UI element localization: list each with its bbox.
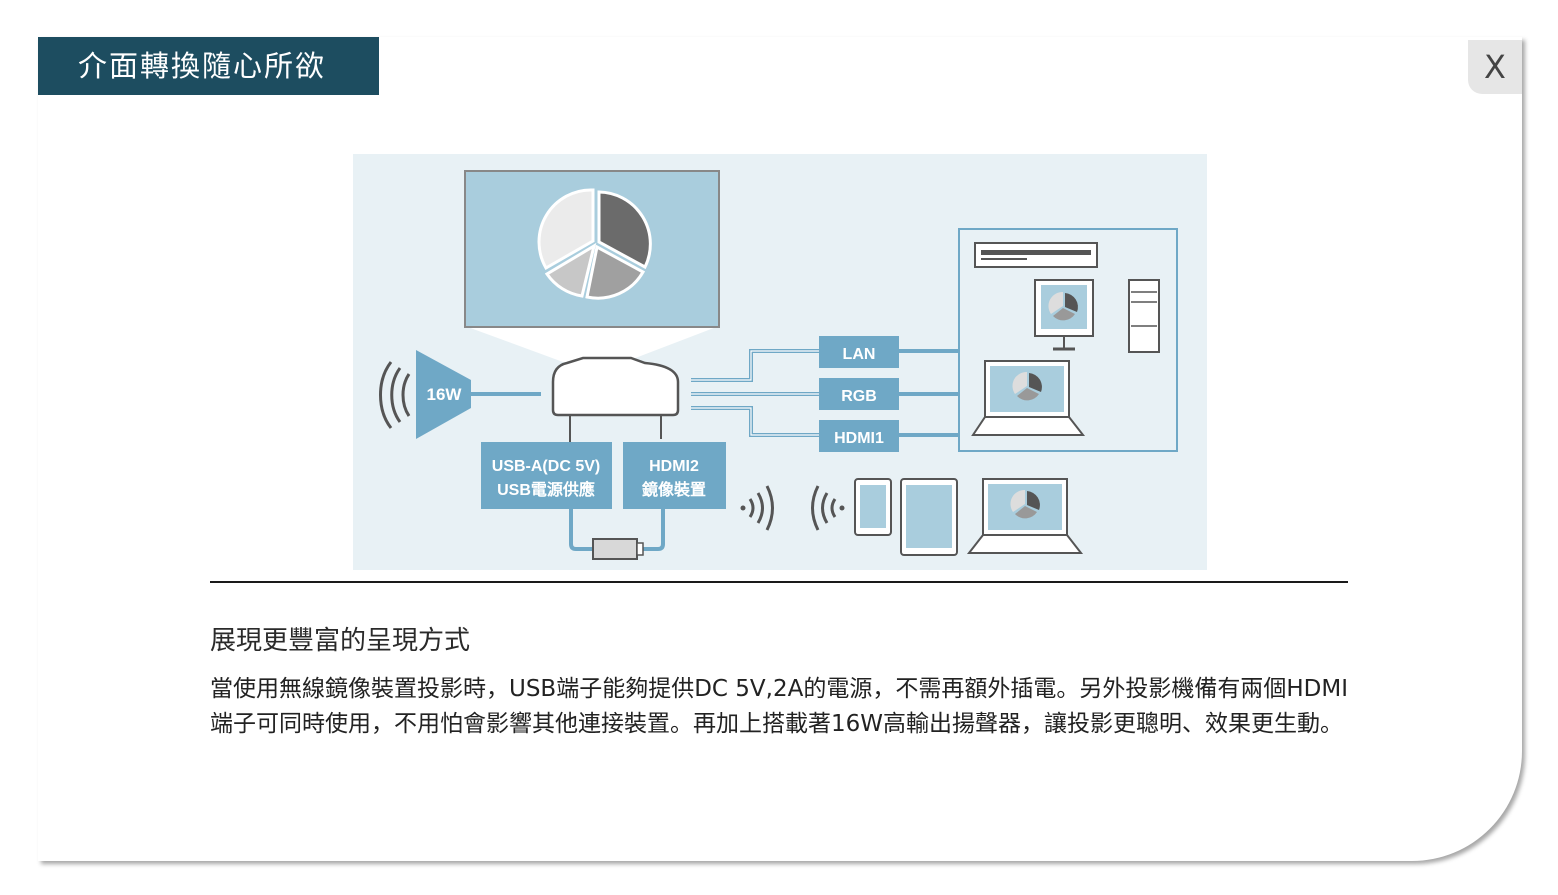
tablet-icon [900,478,958,556]
dongle-cable [569,509,665,551]
port-lines-white [691,350,821,436]
section-divider [210,581,1348,583]
speaker-label: 16W [427,385,463,404]
panel-title: 介面轉換隨心所欲 [38,37,379,95]
section-heading: 展現更豐富的呈現方式 [210,626,471,656]
usb-power-box [481,442,612,509]
pie-slice-mid [585,244,646,300]
wireless-dongle-icon [592,538,638,560]
rgb-port-label: RGB [841,388,877,405]
close-button[interactable]: X [1468,40,1522,94]
lan-port-box [819,336,899,368]
source-devices-group [958,228,1178,452]
usb-box-line1: USB-A(DC 5V) [492,458,600,475]
lan-port-label: LAN [843,346,876,363]
hdmi1-port-box [819,420,899,452]
laptop-wireless-icon [966,478,1084,554]
usb-box-line2: USB電源供應 [497,480,595,499]
hdmi2-box-line2: 鏡像裝置 [642,480,706,499]
pie-slice-light [544,242,597,298]
projected-screen [464,170,720,328]
connectivity-diagram: 16W LAN RGB HDMI1 [353,154,1207,570]
desktop-monitor-icon [1034,279,1094,351]
wireless-signal-icon [740,485,845,531]
smartphone-icon [854,478,892,536]
hdmi1-port-label: HDMI1 [834,430,884,447]
pc-tower-icon [1128,279,1160,353]
projector-icon [551,356,680,439]
pie-slice-lightest [537,188,595,271]
projection-beam-shape [465,326,719,362]
section-body: 當使用無線鏡像裝置投影時，USB端子能夠提供DC 5V,2A的電源，不需再額外插… [210,676,1348,737]
modal-panel: 介面轉換隨心所欲 X 16W [38,37,1522,861]
speaker-icon [379,350,471,439]
hdmi2-box [623,442,726,509]
laptop-icon [971,360,1086,436]
rgb-port-box [819,378,899,410]
hdmi2-box-line1: HDMI2 [649,458,699,475]
pie-slice-dark [597,190,652,270]
